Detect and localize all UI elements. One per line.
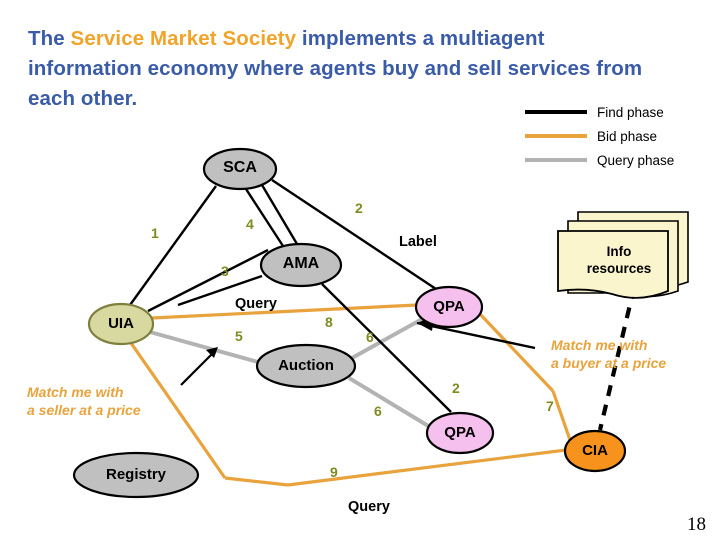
query-phase-swatch [525, 158, 587, 162]
annotation-seller-note: Match me with a seller at a price [27, 383, 141, 419]
info-resources-label: Info resources [571, 243, 667, 277]
edge-uia-auction-query [149, 330, 259, 364]
node-uia[interactable] [87, 302, 155, 346]
edge-label-query-bottom: Query [348, 499, 390, 515]
legend-label-find: Find phase [597, 104, 664, 120]
legend-item-bid: Bid phase [525, 124, 720, 148]
node-auction[interactable] [255, 343, 357, 389]
title-part-before: The [28, 27, 71, 50]
node-label-auction: Auction [278, 357, 334, 374]
edge-inforesources-cia-dashed [597, 287, 637, 431]
edge-number-9: 9 [330, 464, 338, 480]
edge-ama-uia-find [147, 248, 269, 313]
edge-auction-qpatop-query [351, 316, 425, 360]
edge-corner-uia-bid [129, 342, 227, 479]
edge-number-3: 3 [221, 263, 229, 279]
edge-uia-qpatop-bid [151, 303, 418, 320]
edge-arrow-qpatop-line [416, 321, 536, 350]
node-sca[interactable] [202, 147, 278, 191]
edge-bottom-corner-bid [224, 476, 289, 487]
graph-nodes [72, 147, 627, 499]
edge-number-5: 5 [235, 328, 243, 344]
node-label-sca: SCA [223, 159, 257, 176]
legend-label-query: Query phase [597, 152, 675, 168]
info-resources-line1: Info [606, 244, 632, 259]
page-number: 18 [687, 514, 706, 535]
edge-cia-bottom-bid [287, 448, 567, 487]
node-label-qpa-top: QPA [433, 298, 465, 315]
edge-qpatop-right-bid [477, 311, 555, 393]
edge-auction-qpabottom-query [347, 376, 432, 429]
info-resources-line2: resources [586, 261, 652, 276]
edge-ama-qpabottom-find [321, 283, 452, 413]
find-phase-swatch [525, 110, 587, 114]
find-phase-edges [129, 179, 536, 413]
seller-note-arrowhead [206, 347, 218, 358]
edge-number-6-lower: 6 [374, 403, 382, 419]
legend-item-query: Query phase [525, 148, 720, 172]
annotation-seller-line1: Match me with [27, 384, 124, 400]
title-part-after: implements a multiagent information econ… [28, 27, 643, 110]
edge-sca-qpatop-find [271, 179, 437, 290]
edge-number-1: 1 [151, 225, 159, 241]
annotation-buyer-note: Match me with a buyer at a price [551, 336, 666, 372]
edge-sca-ama-a-find [244, 188, 285, 247]
info-resources-stack [557, 211, 689, 299]
edge-number-8: 8 [325, 314, 333, 330]
edge-label-label: Label [399, 234, 437, 250]
annotation-buyer-line1: Match me with [551, 337, 648, 353]
edge-ama-registry-find [177, 274, 263, 307]
node-ama[interactable] [259, 242, 343, 288]
node-label-ama: AMA [282, 255, 320, 272]
edge-number-4: 4 [246, 216, 254, 232]
edge-label-query-upper: Query [235, 296, 277, 312]
legend-label-bid: Bid phase [597, 128, 658, 144]
edge-number-7: 7 [546, 398, 554, 414]
query-phase-edges [149, 316, 432, 429]
node-qpa-bottom[interactable] [425, 411, 495, 455]
annotation-seller-line2: a seller at a price [27, 402, 141, 418]
legend-item-find: Find phase [525, 100, 720, 124]
edge-right-cia-bid [551, 390, 572, 441]
node-qpa-top[interactable] [414, 285, 484, 329]
edge-sca-uia-find [129, 185, 217, 306]
edge-number-2-mid: 2 [452, 380, 460, 396]
info-resources-sheet-front [557, 230, 669, 299]
title-highlight: Service Market Society [70, 27, 297, 50]
node-cia[interactable] [563, 429, 627, 473]
seller-note-pointer [180, 347, 218, 386]
page-title: The Service Market Society implements a … [28, 24, 648, 114]
annotation-buyer-line2: a buyer at a price [551, 355, 667, 371]
edge-number-2-top: 2 [355, 200, 363, 216]
edge-sca-ama-b-find [260, 184, 299, 245]
node-registry[interactable] [72, 451, 200, 499]
seller-note-pointer-line [180, 351, 215, 386]
phase-legend: Find phase Bid phase Query phase [525, 100, 720, 172]
bid-phase-swatch [525, 134, 587, 138]
node-label-uia: UIA [108, 315, 134, 332]
bid-phase-edges [129, 303, 572, 487]
edge-number-6-upper: 6 [366, 329, 374, 345]
node-label-cia: CIA [582, 442, 608, 459]
node-label-qpa-bottom: QPA [444, 424, 476, 441]
node-label-registry: Registry [105, 466, 167, 483]
